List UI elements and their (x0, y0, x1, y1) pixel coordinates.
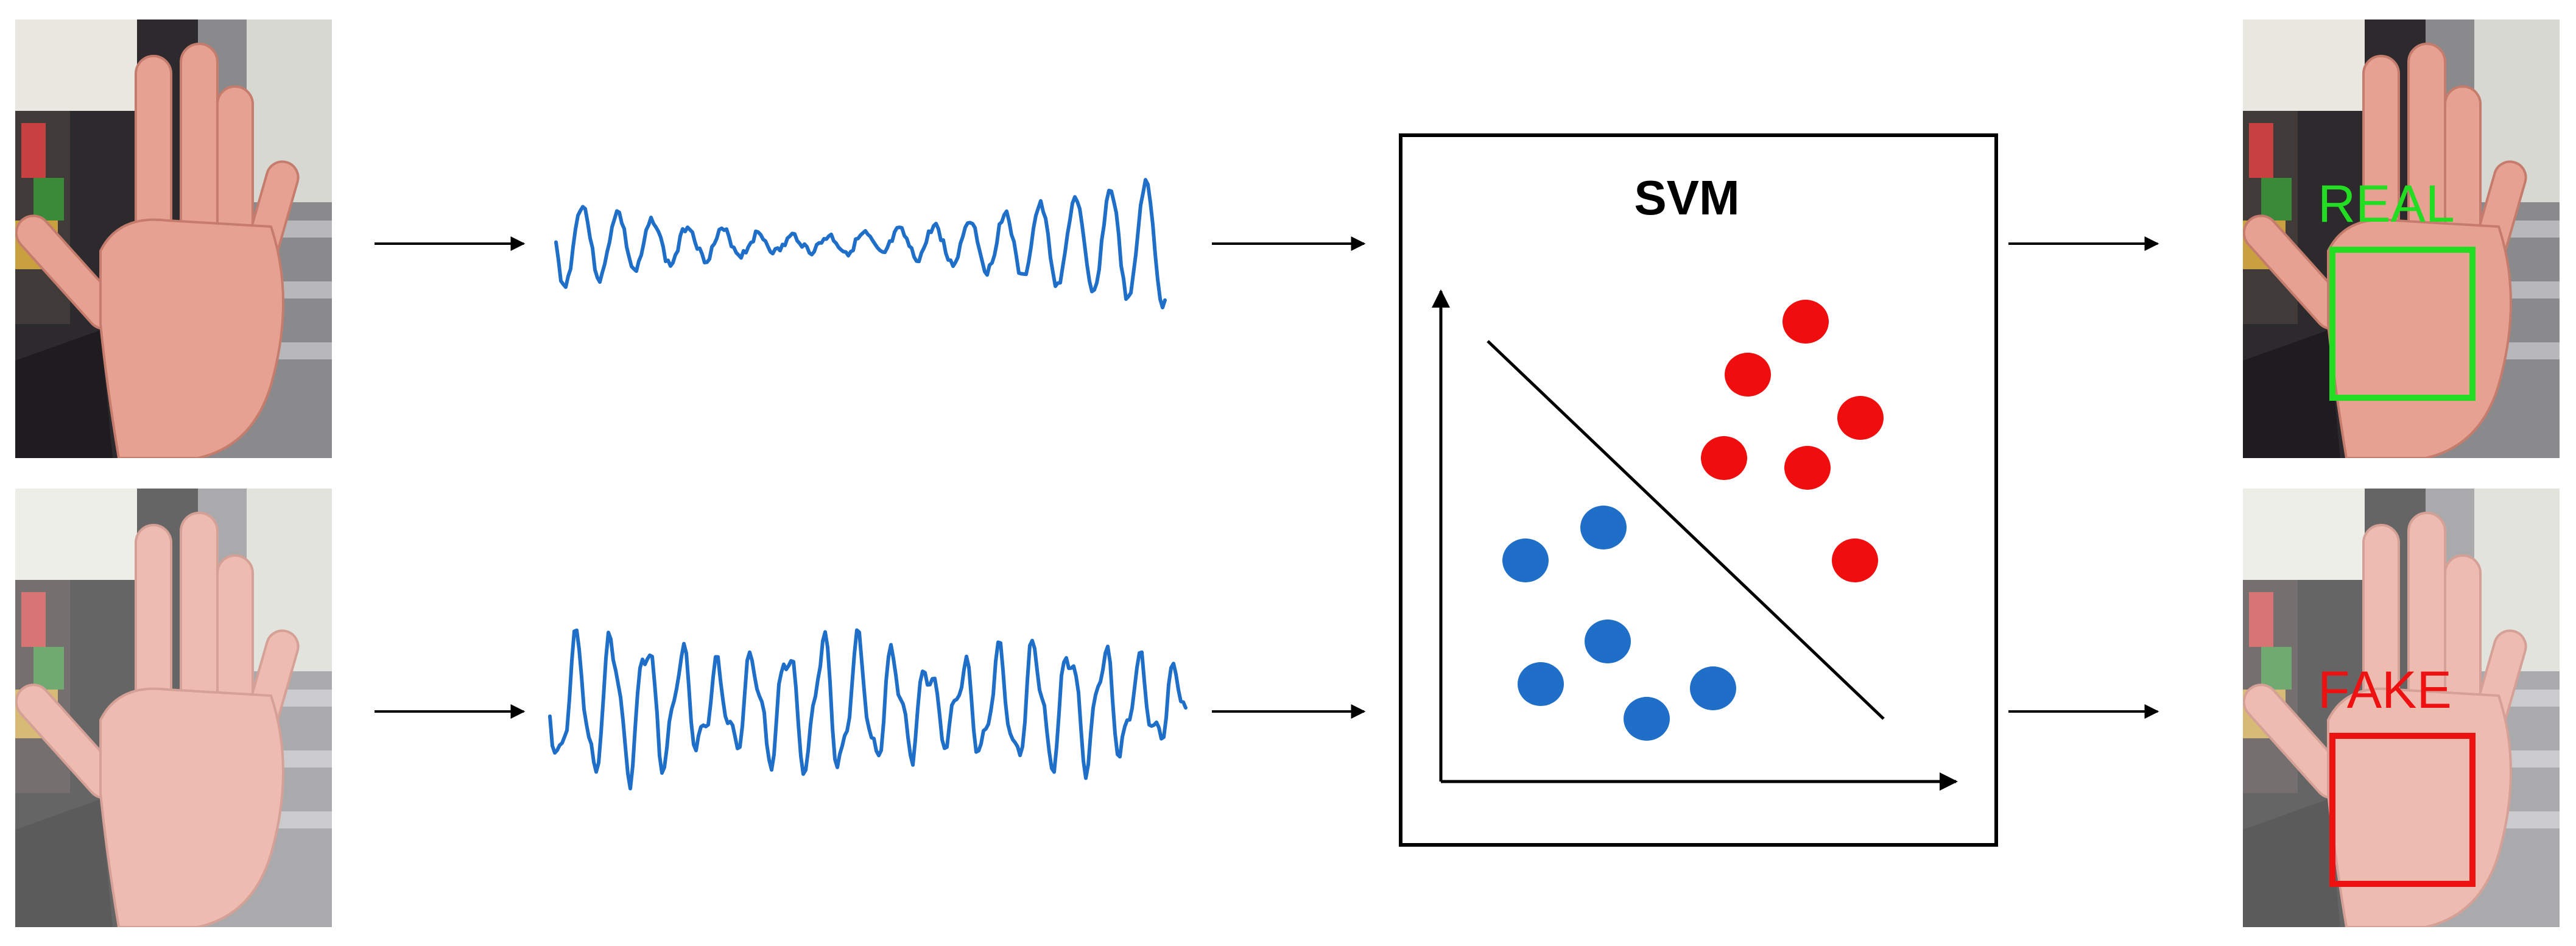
output-hand-photo-real: REAL (2243, 19, 2560, 458)
red-point-2 (1725, 353, 1771, 397)
red-point-1 (1782, 300, 1829, 344)
signal-waveform-fake (548, 628, 1188, 791)
signal-waveform-real (554, 178, 1167, 309)
svm-decision-boundary (1487, 340, 1885, 720)
real-detection-box (2329, 247, 2476, 401)
blue-point-4 (1518, 662, 1564, 706)
fake-label: FAKE (2318, 661, 2452, 719)
blue-point-2 (1580, 506, 1627, 549)
red-point-4 (1701, 436, 1747, 480)
blue-point-1 (1502, 538, 1549, 582)
svm-classifier-box: SVM (1399, 133, 1998, 847)
blue-point-6 (1690, 666, 1736, 710)
red-point-5 (1784, 446, 1831, 490)
fake-detection-box (2329, 733, 2476, 887)
svm-class-red (1701, 300, 1884, 582)
input-hand-photo-real (15, 19, 332, 458)
blue-point-5 (1624, 697, 1670, 741)
svm-class-blue (1502, 506, 1736, 741)
real-label: REAL (2318, 175, 2455, 233)
red-point-6 (1832, 538, 1878, 582)
blue-point-3 (1585, 619, 1631, 663)
svm-title: SVM (1634, 171, 1739, 225)
output-hand-photo-fake: FAKE (2243, 489, 2560, 927)
input-hand-photo-fake (15, 489, 332, 927)
red-point-3 (1837, 396, 1884, 440)
